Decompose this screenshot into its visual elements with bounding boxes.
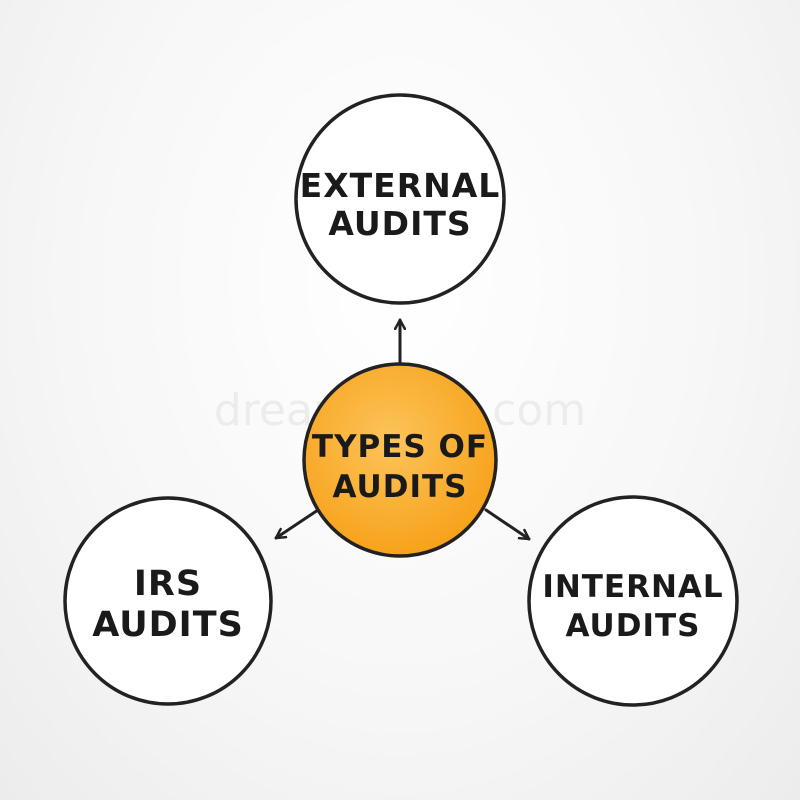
node-circle [294,93,506,305]
center-circle [302,362,498,558]
node-types-of-audits: TYPES OF AUDITS [302,362,498,558]
node-circle [527,495,739,707]
arrow-to-irs [274,508,320,540]
node-circle [63,496,273,706]
arrow-to-internal [484,508,531,541]
node-label-line2: AUDITS [566,608,701,644]
node-label-line2: AUDITS [328,204,471,243]
node-label-line1: IRS [134,564,202,604]
node-label-line1: INTERNAL [542,569,723,605]
center-label-line1: TYPES OF [312,429,488,465]
node-irs-audits: IRS AUDITS [63,496,273,706]
node-external-audits: EXTERNAL AUDITS [294,93,506,305]
node-label-line1: EXTERNAL [300,166,501,205]
node-label-line2: AUDITS [92,605,244,645]
node-internal-audits: INTERNAL AUDITS [527,495,739,707]
center-label-line2: AUDITS [333,469,468,505]
